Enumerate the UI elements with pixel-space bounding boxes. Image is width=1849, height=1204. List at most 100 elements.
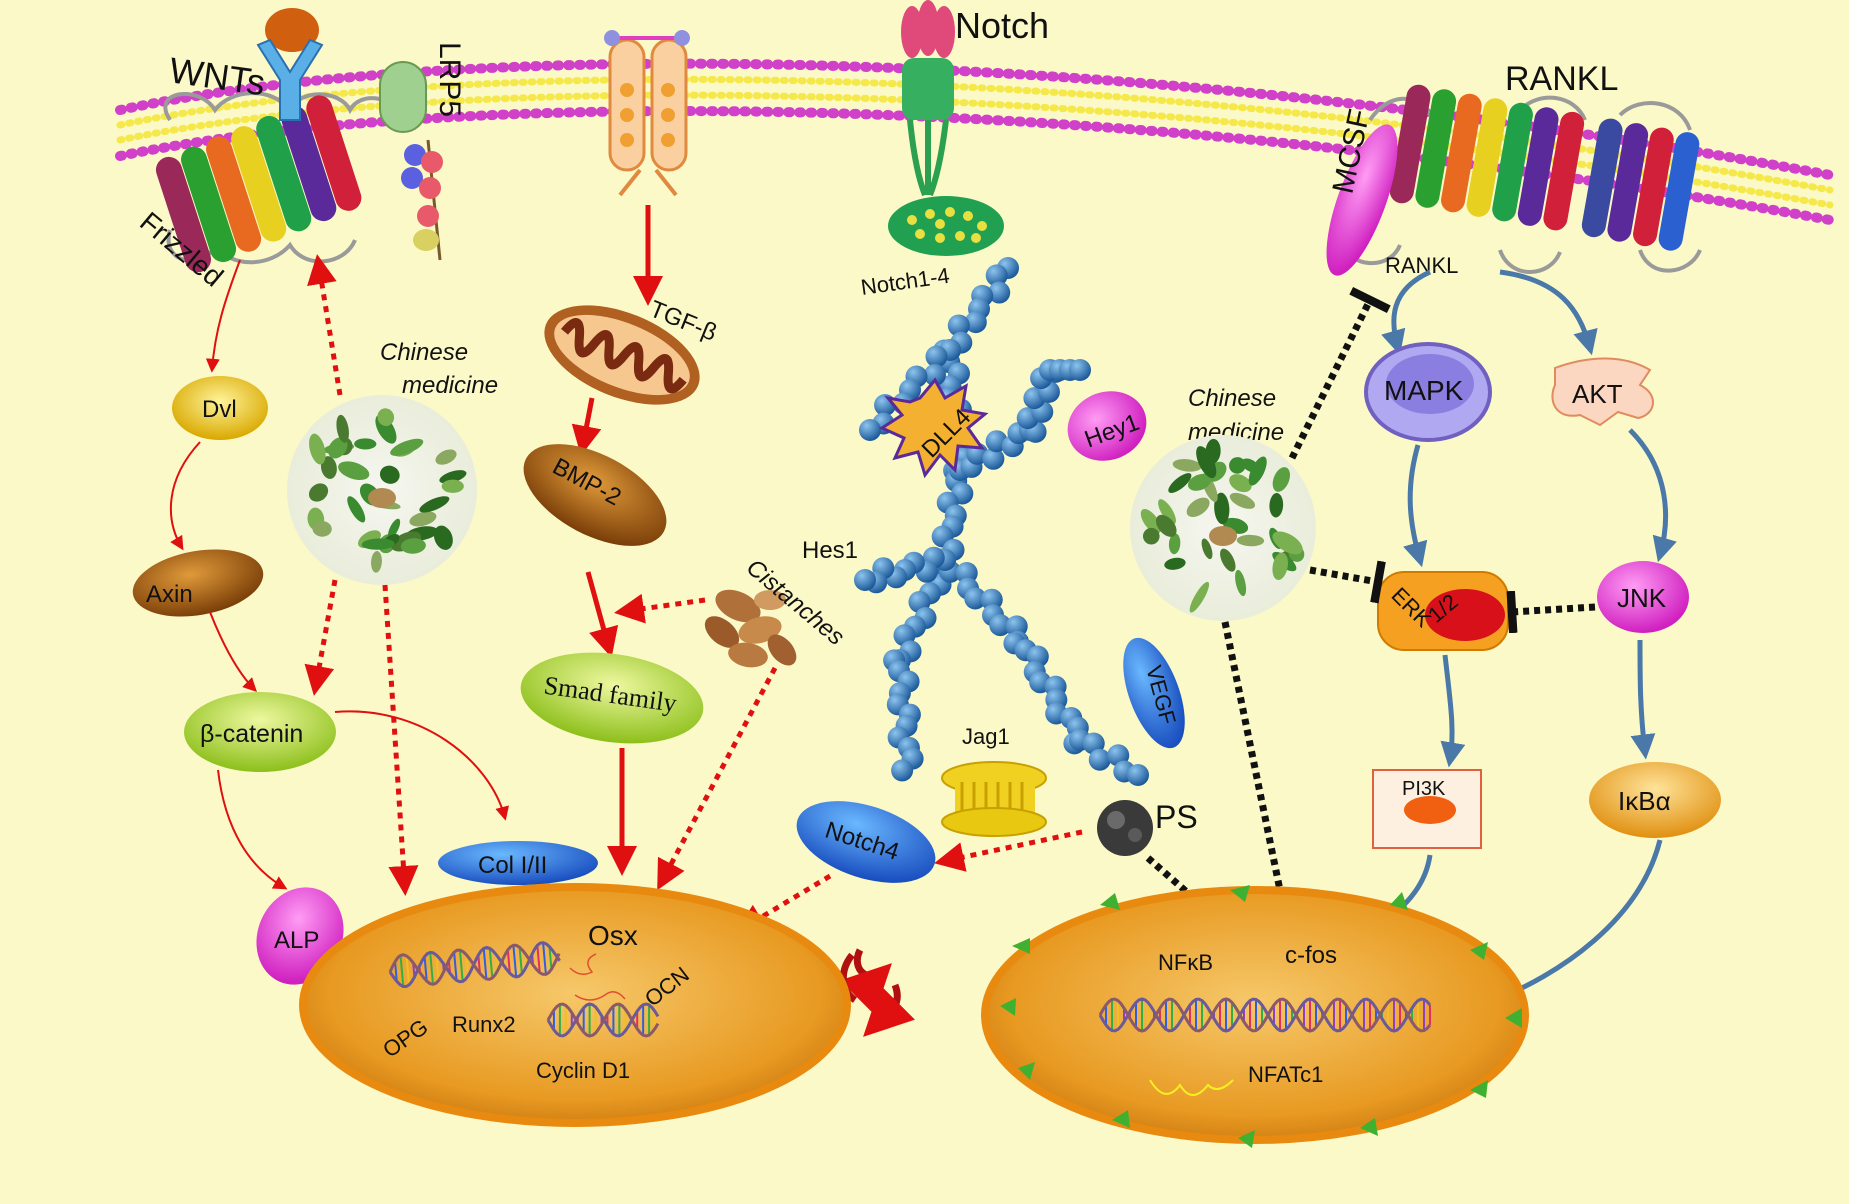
inhibit-ps-nucleus — [1145, 855, 1223, 927]
herb-leaf — [309, 433, 326, 465]
herb-leaf — [328, 437, 348, 459]
notch-bead — [947, 314, 970, 337]
herb-mortar — [1209, 526, 1237, 546]
rankl-top-label: RANKL — [1505, 60, 1618, 98]
col-label: Col I/II — [478, 852, 547, 879]
herb-leaf — [1168, 533, 1181, 555]
cfos-label: c-fos — [1285, 942, 1337, 969]
arrow-axin-catenin — [209, 611, 257, 692]
dna-base-pair — [512, 945, 518, 978]
dna-base-pair — [458, 949, 464, 982]
ps-label: PS — [1155, 799, 1198, 835]
notch-bead — [985, 264, 1008, 287]
herb-leaf — [1142, 527, 1160, 545]
herb-leaf — [336, 414, 349, 443]
herb-leaf — [379, 465, 400, 484]
herb-leaf — [1196, 446, 1217, 479]
herb-leaf — [347, 496, 366, 523]
herb-leaf — [1164, 557, 1186, 570]
inhibit-cm-erk — [1309, 560, 1386, 604]
herb-leaf — [1248, 456, 1267, 486]
chinese-medicine-left-label-1: Chinese — [380, 339, 468, 366]
dna-base-pair — [423, 956, 428, 982]
notch-receptor — [901, 0, 955, 197]
ikba-label: IκBα — [1618, 786, 1671, 816]
herb-leaf — [1236, 534, 1265, 547]
col-shape — [438, 841, 598, 885]
dna-base-pair — [542, 942, 547, 975]
notch-bead — [1069, 359, 1091, 381]
erk-shape — [1377, 571, 1509, 651]
chinese-medicine-right-label-1: Chinese — [1188, 385, 1276, 412]
rankl-receptor — [1338, 84, 1702, 274]
arrow-catenin-col — [334, 710, 509, 821]
dna-strand — [1098, 997, 1432, 1033]
jnk-label: JNK — [1617, 583, 1667, 613]
dna-base-pair — [453, 952, 458, 981]
notch-domain-disc — [888, 196, 1004, 256]
herb-leaf — [387, 518, 401, 539]
herb-leaf — [419, 496, 450, 513]
notch-bead — [1088, 748, 1111, 771]
notch-label: Notch — [955, 5, 1049, 46]
dna-base-pair — [435, 954, 440, 981]
dna-strand — [546, 1002, 660, 1038]
herb-leaf — [1220, 548, 1236, 572]
tgf-beta-shape — [544, 305, 700, 405]
dna-strand — [1098, 997, 1432, 1033]
arrow-akt-jnk — [1628, 428, 1677, 563]
notch-bead-chain — [854, 257, 1149, 786]
axin-shape — [132, 549, 264, 617]
pi3k-shape — [1372, 769, 1482, 849]
arrow-rankl-akt — [1499, 269, 1598, 356]
arrow-erk-pi3k — [1440, 654, 1466, 768]
osx-label: Osx — [588, 920, 638, 951]
herb-leaf — [1229, 474, 1252, 493]
arrow-frizzled-dvl — [205, 259, 241, 373]
nucleus-left — [299, 883, 851, 1127]
arrow-bmp2-smad — [585, 571, 619, 658]
lrp5-receptor — [379, 61, 443, 261]
dvl-label: Dvl — [202, 396, 237, 423]
pi3k-label: PI3K — [1402, 778, 1446, 800]
herb-leaf — [433, 525, 453, 550]
dna-base-pair — [405, 955, 411, 985]
herb-leaf — [1187, 473, 1212, 491]
dna-base-pair — [429, 952, 434, 985]
arrow-tgfb-bmp2 — [571, 397, 602, 456]
dll4-ligand — [878, 377, 989, 479]
akt-shape — [1551, 357, 1654, 427]
dna-base-pair — [465, 954, 470, 976]
notch-bead — [854, 569, 876, 591]
cycle-arrows-icon — [839, 948, 916, 1037]
herb-leaf — [441, 479, 464, 493]
herb-leaf — [338, 461, 370, 480]
dna-base-pair — [477, 954, 481, 974]
notch-bead — [859, 419, 881, 441]
notch-bead — [964, 311, 987, 334]
beta-catenin-shape — [184, 692, 336, 772]
beta-catenin-label: β-catenin — [200, 720, 303, 748]
arrow-cm-frizzled — [307, 254, 343, 396]
mapk-shape — [1364, 342, 1492, 442]
cistanches-herb — [704, 589, 797, 668]
chinese-medicine-right-herbs — [1130, 435, 1316, 621]
dna-strand — [388, 943, 561, 986]
herb-leaf — [435, 449, 457, 465]
herb-leaf — [1189, 581, 1210, 613]
ikba-shape — [1589, 762, 1721, 838]
herb-leaf — [312, 520, 332, 537]
herb-mortar — [368, 488, 396, 508]
herb-leaf — [400, 538, 426, 554]
herb-leaf — [1155, 514, 1177, 537]
herb-leaf — [1186, 497, 1210, 517]
notch-bead — [1127, 764, 1149, 786]
herb-leaf — [1140, 508, 1161, 534]
vegf-shape — [1123, 637, 1185, 749]
dna-base-pair — [399, 955, 405, 987]
herb-leaf — [1229, 492, 1256, 509]
herb-leaf — [1269, 493, 1284, 518]
dna-base-pair — [506, 949, 511, 974]
inhibit-cm-nucleus — [1221, 621, 1304, 909]
